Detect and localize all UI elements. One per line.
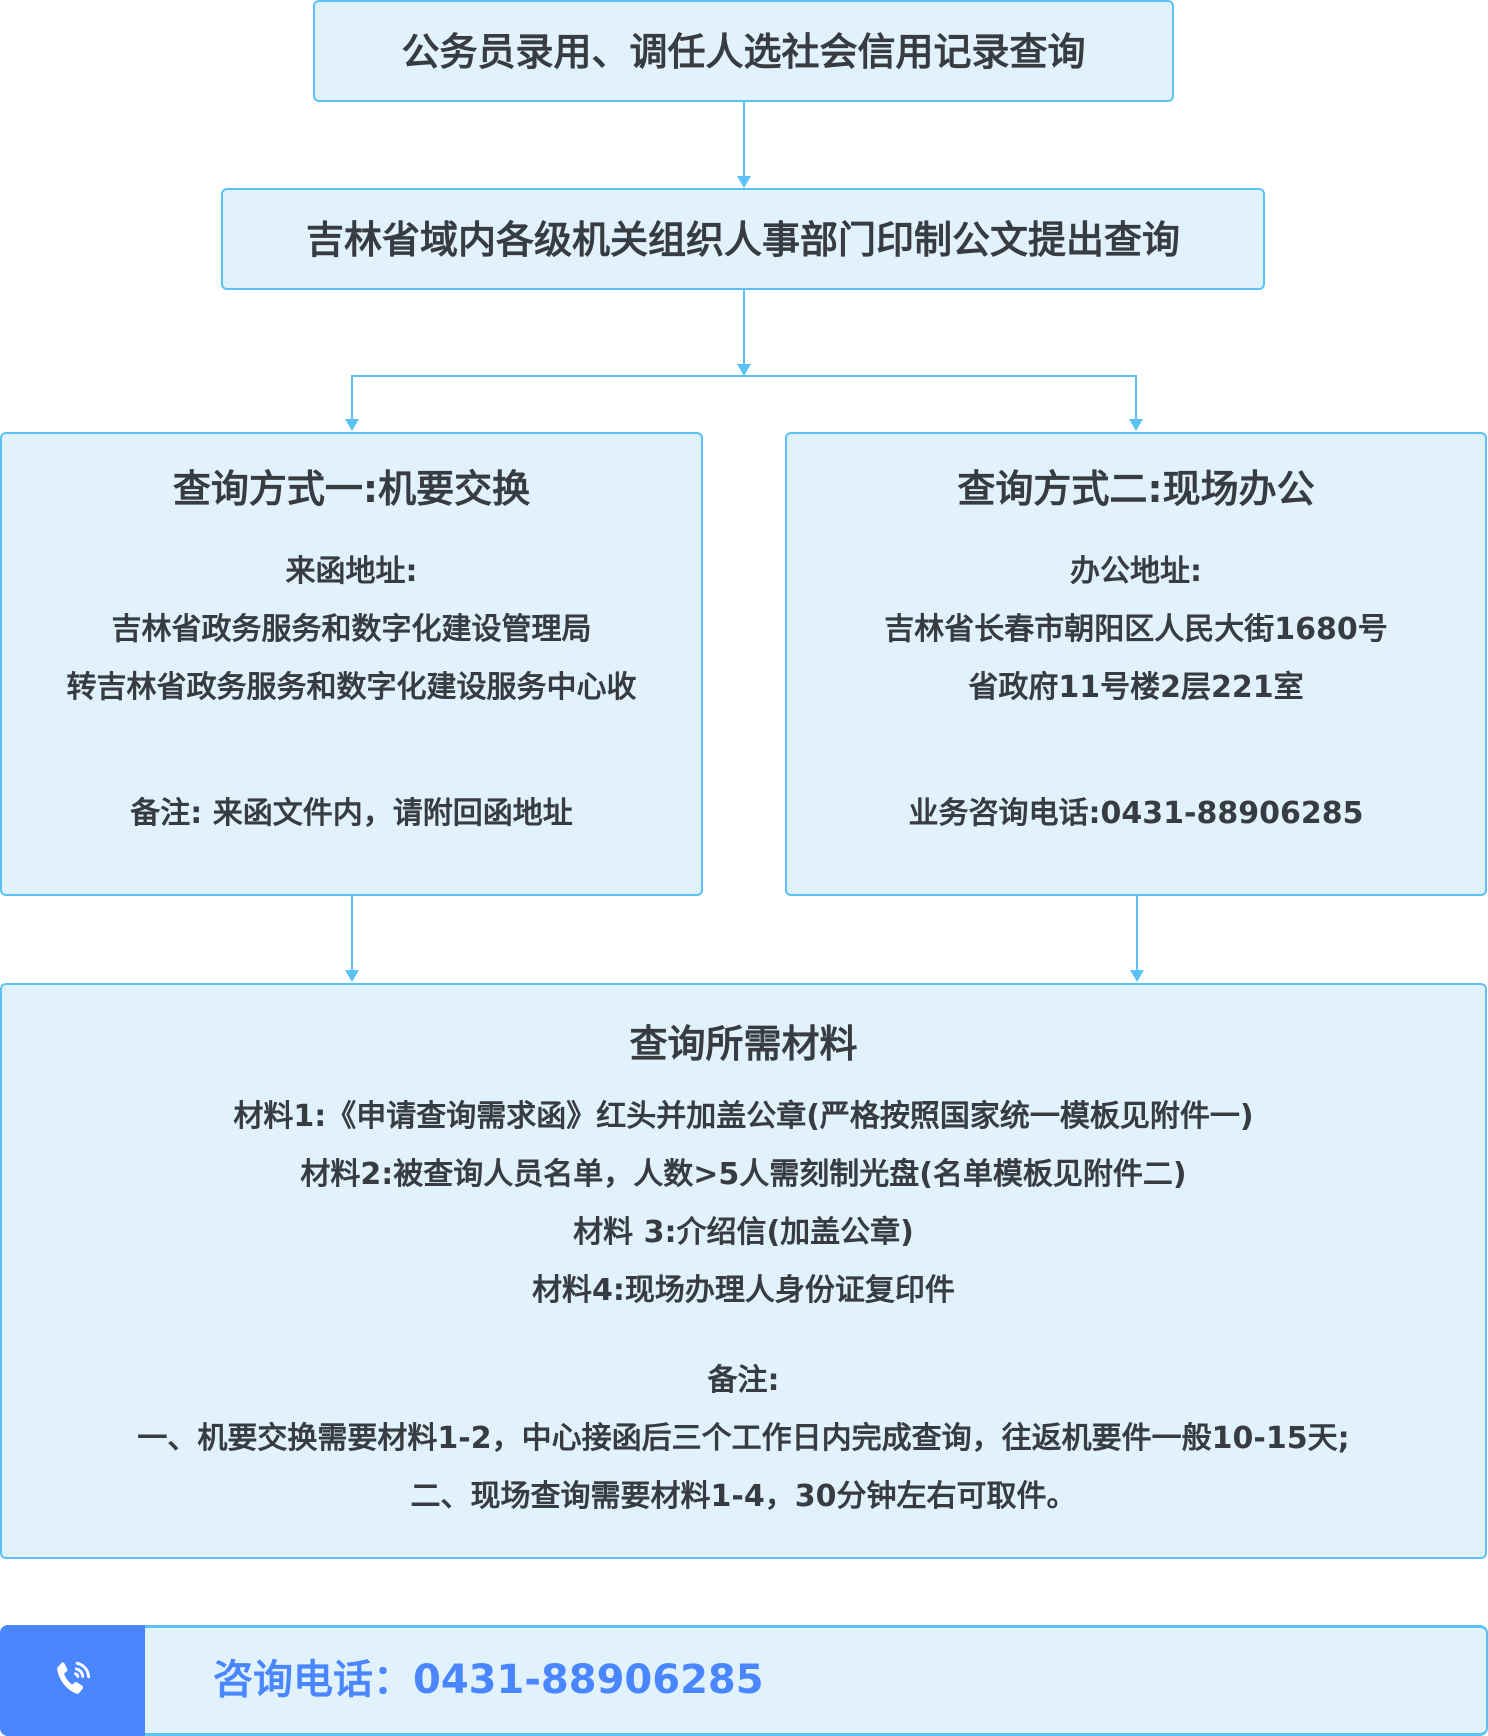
materials-title: 查询所需材料 [629, 1022, 858, 1066]
step-submit-document: 吉林省域内各级机关组织人事部门印制公文提出查询 [221, 188, 1265, 290]
address-line: 转吉林省政务服务和数字化建设服务中心收 [66, 670, 637, 705]
connector [743, 102, 745, 178]
method2-title: 查询方式二:现场办公 [957, 467, 1315, 511]
material-item: 材料1:《申请查询需求函》红头并加盖公章(严格按照国家统一模板见附件一) [233, 1099, 1254, 1134]
contact-phone-text: 咨询电话：0431-88906285 [213, 1657, 764, 1703]
arrow-down [737, 364, 751, 376]
connector [743, 290, 745, 376]
connector [1135, 375, 1137, 421]
connector [351, 375, 353, 421]
method-confidential-exchange: 查询方式一:机要交换 来函地址: 吉林省政务服务和数字化建设管理局 转吉林省政务… [0, 432, 703, 896]
arrow-down [345, 419, 359, 431]
address-label: 来函地址: [285, 554, 418, 589]
arrow-down [1129, 419, 1143, 431]
method-onsite-office: 查询方式二:现场办公 办公地址: 吉林省长春市朝阳区人民大街1680号 省政府1… [785, 432, 1487, 896]
arrow-down [1130, 970, 1144, 982]
arrow-down [345, 970, 359, 982]
required-materials: 查询所需材料 材料1:《申请查询需求函》红头并加盖公章(严格按照国家统一模板见附… [0, 983, 1487, 1559]
material-item: 材料 3:介绍信(加盖公章) [573, 1215, 914, 1250]
method1-note: 备注: 来函文件内，请附回函地址 [130, 796, 573, 831]
materials-note: 一、机要交换需要材料1-2，中心接函后三个工作日内完成查询，往返机要件一般10-… [137, 1421, 1350, 1456]
connector [1136, 896, 1138, 972]
phone-icon [0, 1625, 145, 1736]
materials-note-label: 备注: [707, 1363, 780, 1398]
address-line: 省政府11号楼2层221室 [968, 670, 1304, 705]
address-label: 办公地址: [1070, 554, 1202, 589]
connector [351, 896, 353, 972]
material-item: 材料4:现场办理人身份证复印件 [532, 1273, 955, 1308]
address-line: 吉林省政务服务和数字化建设管理局 [111, 612, 592, 647]
arrow-down [737, 176, 751, 188]
method1-title: 查询方式一:机要交换 [172, 467, 531, 511]
materials-note: 二、现场查询需要材料1-4，30分钟左右可取件。 [410, 1479, 1077, 1514]
method2-phone: 业务咨询电话:0431-88906285 [908, 796, 1364, 831]
address-line: 吉林省长春市朝阳区人民大街1680号 [884, 612, 1388, 647]
material-item: 材料2:被查询人员名单，人数>5人需刻制光盘(名单模板见附件二) [300, 1157, 1187, 1192]
step-query-request: 公务员录用、调任人选社会信用记录查询 [313, 0, 1174, 102]
contact-bar: 咨询电话：0431-88906285 [0, 1625, 1488, 1736]
branch-connector [351, 375, 1137, 377]
